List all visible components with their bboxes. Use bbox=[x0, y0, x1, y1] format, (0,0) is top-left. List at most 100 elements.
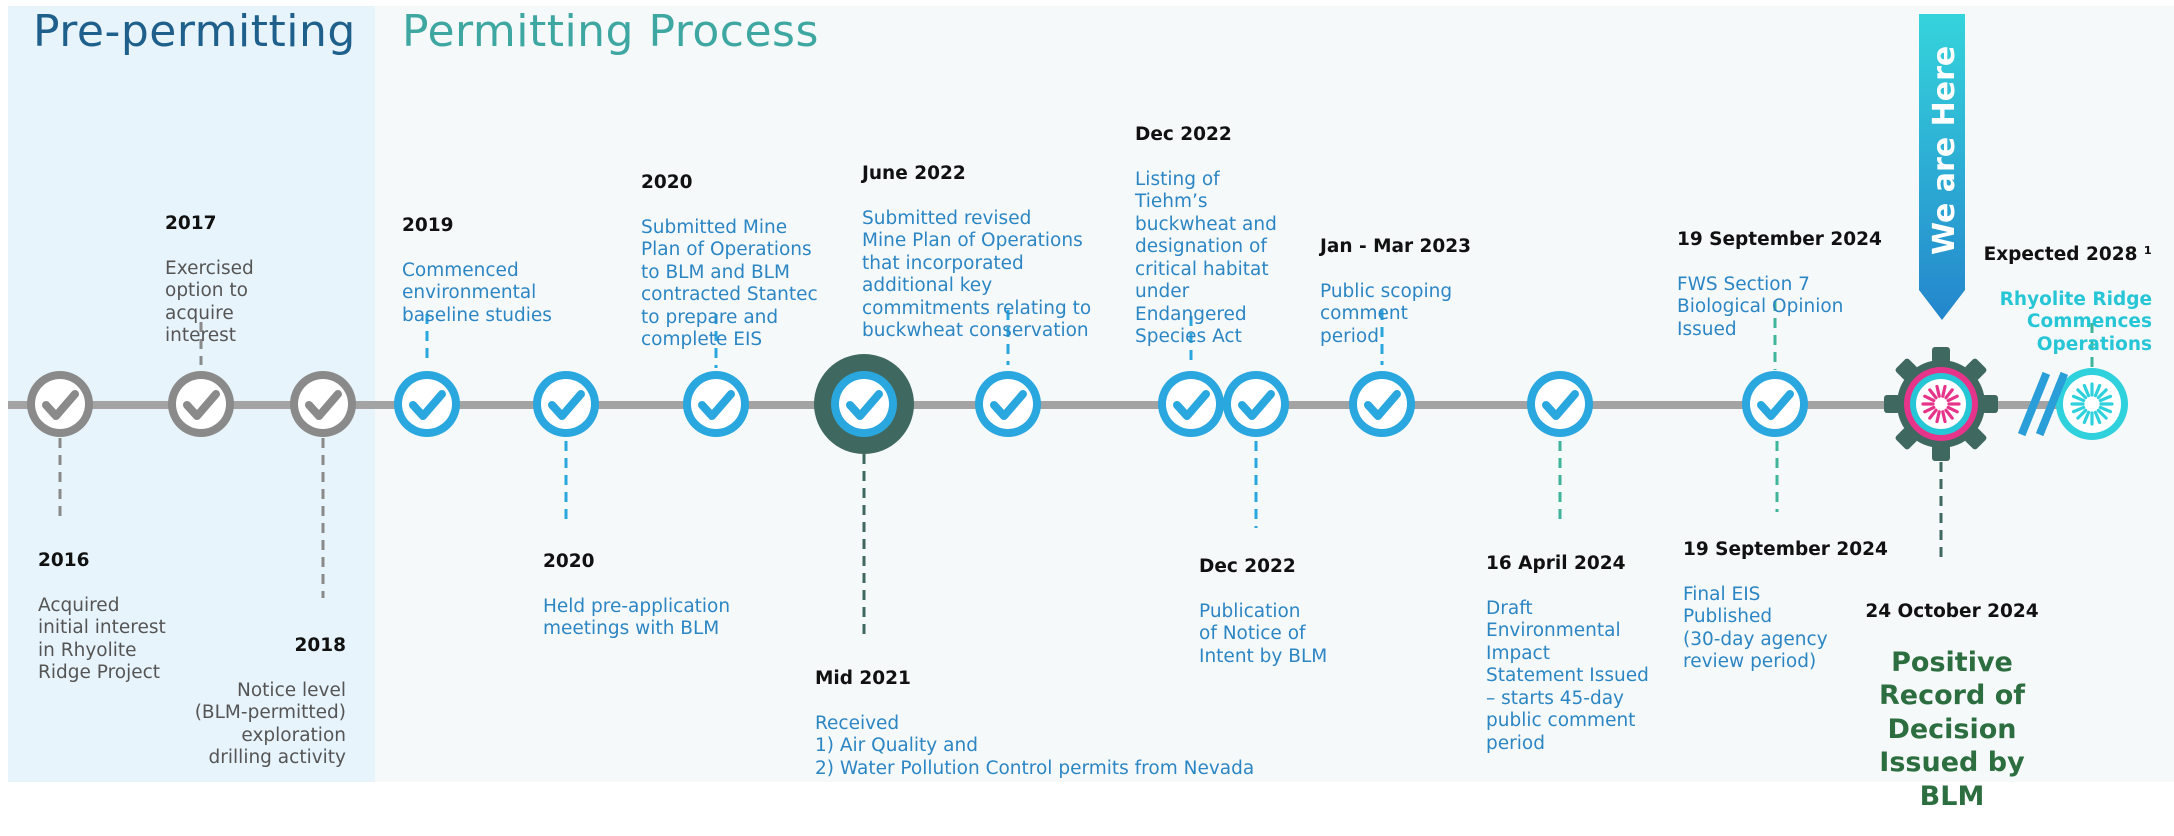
milestone-date: 19 September 2024 bbox=[1677, 228, 1882, 250]
milestone-oct-2024: 24 October 2024 Positive Record of Decis… bbox=[1862, 578, 2042, 836]
gear-tooth bbox=[1884, 395, 1900, 413]
check-icon bbox=[1173, 390, 1210, 420]
permitting-process-heading: Permitting Process bbox=[402, 6, 819, 57]
sunburst-ray bbox=[1941, 410, 1947, 424]
node-2021 bbox=[814, 354, 914, 454]
sunburst-ray bbox=[2076, 388, 2088, 400]
milestone-sept-2024-eis: 19 September 2024 Final EIS Published (3… bbox=[1683, 516, 1903, 696]
node-2020-plan bbox=[683, 371, 749, 437]
milestone-text: FWS Section 7 Biological Opinion Issued bbox=[1677, 273, 1844, 340]
milestone-date: 2017 bbox=[165, 212, 217, 234]
milestone-2016: 2016 Acquired initial interest in Rhyoli… bbox=[38, 527, 258, 707]
milestone-text: Exercised option to acquire interest bbox=[165, 257, 254, 347]
milestone-sept-2024-opinion: 19 September 2024 FWS Section 7 Biologic… bbox=[1677, 206, 1897, 364]
milestone-date: 2016 bbox=[38, 549, 90, 571]
sunburst-ray bbox=[1928, 408, 1938, 420]
roadmap-stage: Pre-permitting Permitting Process We are… bbox=[8, 6, 2152, 812]
sunburst-ray bbox=[1923, 405, 1936, 414]
milestone-2017: 2017 Exercised option to acquire interes… bbox=[165, 190, 345, 370]
sunburst-ray bbox=[2093, 383, 2102, 398]
milestone-text: Draft Environmental Impact Statement Iss… bbox=[1486, 597, 1649, 754]
sunburst-icon bbox=[1921, 384, 1961, 424]
check-icon bbox=[42, 390, 79, 420]
milestone-date: 16 April 2024 bbox=[1486, 552, 1626, 574]
check-icon bbox=[698, 390, 735, 420]
milestone-text: Public scoping comment period bbox=[1320, 280, 1453, 347]
milestone-2023: Jan - Mar 2023 Public scoping comment pe… bbox=[1320, 213, 1510, 371]
sunburst-ray bbox=[2096, 388, 2108, 400]
sunburst-ray bbox=[2096, 408, 2108, 420]
milestone-date: Expected 2028 ¹ bbox=[1983, 243, 2152, 265]
sunburst-ray bbox=[2071, 405, 2086, 414]
node-oct-2024-current bbox=[1884, 347, 1998, 461]
node-face bbox=[1916, 379, 1966, 429]
gear-tooth bbox=[1932, 445, 1950, 461]
milestone-text: Commenced environmental baseline studies bbox=[402, 259, 552, 326]
milestone-2021: Mid 2021 Received 1) Air Quality and 2) … bbox=[815, 645, 1295, 803]
milestone-date: Dec 2022 bbox=[1135, 123, 1232, 145]
milestone-date: 2020 bbox=[543, 550, 595, 572]
milestone-june-2022: June 2022 Submitted revised Mine Plan of… bbox=[862, 140, 1132, 365]
check-icon bbox=[846, 390, 883, 420]
milestone-text: Rhyolite Ridge Commences Operations bbox=[1999, 288, 2152, 355]
milestone-text: Acquired initial interest in Rhyolite Ri… bbox=[38, 594, 166, 684]
timeline-bar bbox=[8, 401, 2088, 409]
check-icon bbox=[1757, 390, 1794, 420]
sunburst-ray bbox=[1941, 384, 1947, 398]
milestone-date: 19 September 2024 bbox=[1683, 538, 1888, 560]
sunburst-ray bbox=[2098, 394, 2113, 403]
milestone-dec-2022-listing: Dec 2022 Listing of Tiehm’s buckwheat an… bbox=[1135, 101, 1305, 371]
node-2017 bbox=[168, 371, 234, 437]
sunburst-ray bbox=[2082, 410, 2091, 425]
milestone-text: Submitted Mine Plan of Operations to BLM… bbox=[641, 216, 818, 351]
sunburst-ray bbox=[1935, 410, 1941, 424]
milestone-2020-meetings: 2020 Held pre-application meetings with … bbox=[543, 528, 793, 663]
node-dec-2022-notice bbox=[1223, 371, 1289, 437]
banner-arrow bbox=[1919, 14, 1965, 320]
node-april-2024 bbox=[1527, 371, 1593, 437]
connector-layer bbox=[58, 301, 2094, 640]
sunburst-ray bbox=[2071, 394, 2086, 403]
milestone-text: Listing of Tiehm’s buckwheat and designa… bbox=[1135, 168, 1277, 348]
milestone-text: Notice level (BLM-permitted) exploration… bbox=[194, 679, 346, 769]
milestone-2028: Expected 2028 ¹ Rhyolite Ridge Commences… bbox=[1950, 221, 2152, 379]
sunburst-ray bbox=[2093, 410, 2102, 425]
check-icon bbox=[183, 390, 220, 420]
sunburst-ray bbox=[1928, 388, 1938, 400]
milestone-2020-plan: 2020 Submitted Mine Plan of Operations t… bbox=[641, 149, 861, 374]
banner-label: We are Here bbox=[1927, 46, 1962, 255]
node-dec-2022-listing bbox=[1158, 371, 1224, 437]
check-icon bbox=[1364, 390, 1401, 420]
sunburst-ray bbox=[1946, 394, 1959, 403]
node-2023 bbox=[1349, 371, 1415, 437]
milestone-date: Jan - Mar 2023 bbox=[1320, 235, 1472, 257]
milestone-text: Positive Record of Decision Issued by BL… bbox=[1879, 646, 2025, 812]
node-2020-meetings bbox=[533, 371, 599, 437]
milestone-text: Submitted revised Mine Plan of Operation… bbox=[862, 207, 1092, 342]
gear-tooth bbox=[1982, 395, 1998, 413]
sunburst-ray bbox=[1944, 388, 1954, 400]
sunburst-icon bbox=[2070, 382, 2114, 426]
milestone-text: Received 1) Air Quality and 2) Water Pol… bbox=[815, 712, 1255, 779]
check-icon bbox=[1542, 390, 1579, 420]
node-2018 bbox=[290, 371, 356, 437]
milestone-date: 24 October 2024 bbox=[1865, 600, 2039, 622]
gear-tooth bbox=[1964, 358, 1987, 381]
milestone-date: 2019 bbox=[402, 214, 454, 236]
gear-tooth bbox=[1932, 347, 1950, 363]
milestone-date: June 2022 bbox=[862, 162, 966, 184]
check-icon bbox=[409, 390, 446, 420]
node-2016 bbox=[27, 371, 93, 437]
milestone-dec-2022-notice: Dec 2022 Publication of Notice of Intent… bbox=[1199, 533, 1359, 691]
node-sept-2024 bbox=[1742, 371, 1808, 437]
sunburst-ray bbox=[1923, 394, 1936, 403]
gear-tooth bbox=[1895, 358, 1918, 381]
we-are-here-banner: We are Here bbox=[1919, 14, 1965, 320]
milestone-2018: 2018 Notice level (BLM-permitted) explor… bbox=[140, 612, 346, 792]
node-2019 bbox=[394, 371, 460, 437]
milestone-node-layer: We are Here bbox=[27, 14, 2128, 461]
sunburst-ray bbox=[1946, 405, 1959, 414]
milestone-date: Dec 2022 bbox=[1199, 555, 1296, 577]
check-icon bbox=[548, 390, 585, 420]
milestone-april-2024: 16 April 2024 Draft Environmental Impact… bbox=[1486, 530, 1686, 778]
